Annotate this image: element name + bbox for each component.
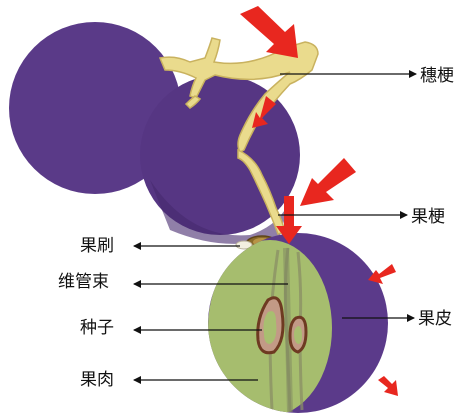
label-rachis: 穗梗 <box>420 66 454 86</box>
label-vascular-bundle: 维管束 <box>58 272 109 292</box>
label-brush: 果刷 <box>80 236 114 256</box>
label-skin: 果皮 <box>418 309 452 329</box>
cut-grape-berry <box>208 233 389 416</box>
label-seed: 种子 <box>80 318 114 338</box>
red-arrow-right-lower <box>378 376 398 396</box>
red-arrow-diagonal <box>300 158 356 206</box>
red-arrow-top <box>240 6 298 58</box>
label-flesh: 果肉 <box>80 370 114 390</box>
label-pedicel: 果梗 <box>411 207 445 227</box>
